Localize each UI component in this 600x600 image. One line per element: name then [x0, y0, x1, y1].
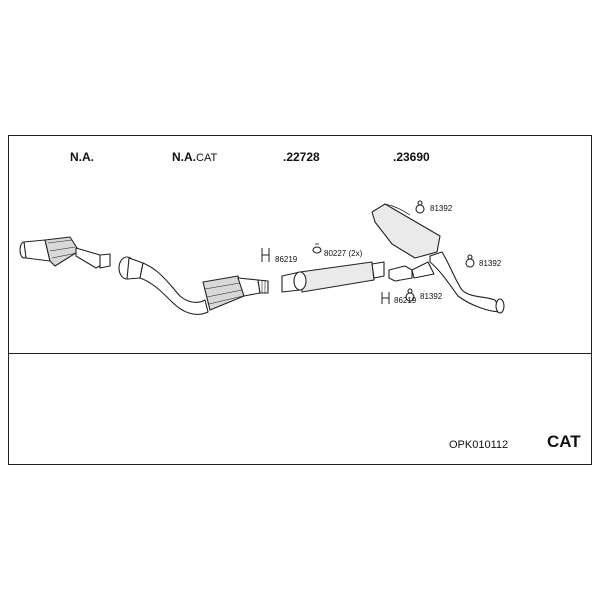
header-part-23690: .23690	[393, 150, 430, 164]
diagram-frame	[8, 135, 592, 465]
label-clamp-86219-bottom: 86219	[394, 296, 417, 305]
label-hanger-81392-top: 81392	[430, 204, 453, 213]
header-na-cat: N.A.CAT	[172, 150, 217, 164]
header-cat-sub: CAT	[196, 152, 218, 164]
catalytic-converter-pipe	[118, 256, 269, 315]
front-catalyst-pipe	[19, 236, 111, 269]
label-hanger-81392-bottom: 81392	[420, 292, 443, 301]
clamp-86219-bottom	[381, 292, 390, 304]
gasket-80227	[312, 243, 322, 254]
cat-tag: CAT	[547, 432, 581, 451]
section-divider	[8, 353, 592, 354]
rear-silencer	[371, 203, 505, 314]
header-part-22728: .22728	[283, 150, 320, 164]
header-na-main: N.A.	[172, 150, 196, 164]
hanger-81392-top	[415, 200, 425, 214]
middle-silencer	[281, 261, 385, 293]
part-number-code: OPK010112	[449, 439, 509, 451]
hanger-81392-right	[465, 254, 475, 268]
clamp-86219-top	[261, 248, 270, 262]
hanger-81392-bottom	[405, 288, 415, 302]
label-hanger-81392-right: 81392	[479, 259, 502, 268]
header-na: N.A.	[70, 150, 94, 164]
label-gasket-80227: 80227 (2x)	[324, 249, 363, 258]
label-clamp-86219-top: 86219	[275, 255, 298, 264]
